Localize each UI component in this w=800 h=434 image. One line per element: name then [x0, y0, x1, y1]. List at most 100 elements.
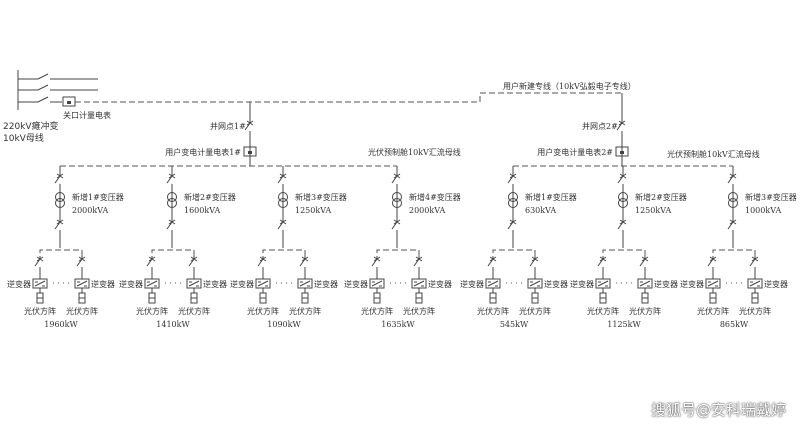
pv-array-icon [148, 292, 156, 304]
ellipsis: · · · · [52, 279, 70, 288]
pv-array-icon [531, 292, 539, 304]
pv-power-label: 1960kW [44, 320, 78, 329]
transformer-icon [392, 192, 402, 208]
inverter-label: 逆变器 [314, 279, 338, 289]
ellipsis: · · · · [275, 279, 293, 288]
pv-array-label: 光伏方阵 [24, 306, 56, 316]
gateway-meter-label: 关口计量电表 [63, 110, 111, 120]
switch-icon [54, 173, 64, 187]
pv-array-label: 光伏方阵 [697, 306, 729, 316]
pv-array-icon [373, 292, 381, 304]
transformer-capacity: 1250kVA [295, 206, 331, 215]
inverter-icon [747, 278, 763, 289]
pv-array-label: 光伏方阵 [247, 306, 279, 316]
switch-icon [371, 256, 381, 270]
transformer-capacity: 1250kVA [635, 206, 671, 215]
pv-power-label: 865kW [720, 320, 749, 329]
switch-icon [391, 219, 401, 233]
inverter-icon [255, 278, 271, 289]
inverter-label: 逆变器 [91, 279, 115, 289]
group-1: 并网点1#用户变电计量电表1#光伏预制舱10kV汇流母线新增1#变压器2000k… [7, 102, 461, 329]
pv-array-label: 光伏方阵 [477, 306, 509, 316]
inverter-icon [74, 278, 90, 289]
inverter-label: 逆变器 [654, 279, 678, 289]
gateway-meter-icon [62, 96, 76, 107]
transformer-icon [618, 192, 628, 208]
switch-icon [617, 219, 627, 233]
pv-array-label: 光伏方阵 [587, 306, 619, 316]
inverter-icon [527, 278, 543, 289]
switch-icon [76, 256, 86, 270]
pv-array-icon [415, 292, 423, 304]
transformer-capacity: 630kVA [525, 206, 556, 215]
pv-array-label: 光伏方阵 [519, 306, 551, 316]
watermark: 搜狐号@安科瑞戴婷 [650, 401, 786, 419]
pv-power-label: 1410kW [156, 320, 190, 329]
pv-array-icon [259, 292, 267, 304]
pv-power-label: 545kW [500, 320, 529, 329]
pv-busbar-label: 光伏预制舱10kV汇流母线 [667, 149, 760, 159]
switch-icon [54, 219, 64, 233]
transformer-capacity: 2000kVA [409, 206, 445, 215]
pv-array-label: 光伏方阵 [629, 306, 661, 316]
switch-icon [727, 173, 737, 187]
pv-array-icon [78, 292, 86, 304]
inverter-icon [144, 278, 160, 289]
inverter-label: 逆变器 [344, 279, 368, 289]
transformer-icon [728, 192, 738, 208]
dedicated-feeder-line [75, 92, 623, 118]
transformer-label: 新增2#变压器 [635, 192, 687, 202]
pv-array-label: 光伏方阵 [289, 306, 321, 316]
inverter-label: 逆变器 [544, 279, 568, 289]
source-bus-label: 220kV瘫冲变 [3, 120, 59, 132]
inverter-icon [637, 278, 653, 289]
grid-connection-groups: 并网点1#用户变电计量电表1#光伏预制舱10kV汇流母线新增1#变压器2000k… [7, 93, 797, 329]
transformer-icon [278, 192, 288, 208]
switch-icon [507, 173, 517, 187]
switch-icon [639, 256, 649, 270]
grid-point-label: 并网点2# [582, 121, 618, 131]
switch-icon [617, 173, 627, 187]
pv-array-icon [641, 292, 649, 304]
pv-array-icon [709, 292, 717, 304]
transformer-label: 新增1#变压器 [72, 192, 124, 202]
pv-array-label: 光伏方阵 [403, 306, 435, 316]
source-section: 关口计量电表 220kV瘫冲变 10kV母线 用户新建专线（10kV弘毅电子专线… [3, 70, 636, 144]
pv-array-label: 光伏方阵 [178, 306, 210, 316]
switch-icon [244, 120, 254, 134]
user-meter-icon [243, 146, 257, 157]
pv-array-icon [599, 292, 607, 304]
switch-icon [597, 256, 607, 270]
switch-icon [413, 256, 423, 270]
pv-array-icon [301, 292, 309, 304]
feeder-label: 用户新建专线（10kV弘毅电子专线） [503, 81, 636, 91]
transformer-capacity: 1600kVA [184, 206, 220, 215]
pv-array-icon [489, 292, 497, 304]
pv-power-label: 1090kW [267, 320, 301, 329]
transformer-icon [167, 192, 177, 208]
inverter-label: 逆变器 [680, 279, 704, 289]
transformer-icon [55, 192, 65, 208]
switch-icon [166, 219, 176, 233]
switch-icon [277, 219, 287, 233]
pv-array-label: 光伏方阵 [361, 306, 393, 316]
inverter-icon [411, 278, 427, 289]
inverter-label: 逆变器 [230, 279, 254, 289]
transformer-capacity: 1000kVA [745, 206, 781, 215]
switch-icon [529, 256, 539, 270]
switch-icon [299, 256, 309, 270]
switch-icon [34, 256, 44, 270]
pv-power-label: 1125kW [607, 320, 641, 329]
switch-icon [487, 256, 497, 270]
pv-busbar-label: 光伏预制舱10kV汇流母线 [368, 147, 461, 157]
switch-icon [749, 256, 759, 270]
source-voltage-label: 10kV母线 [3, 132, 44, 144]
user-meter-label: 用户变电计量电表2# [537, 147, 613, 157]
switch-icon [707, 256, 717, 270]
inverter-icon [297, 278, 313, 289]
